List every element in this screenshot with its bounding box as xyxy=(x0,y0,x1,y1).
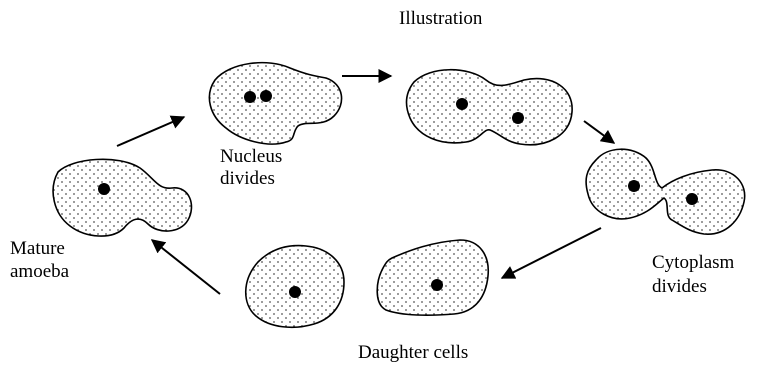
arrow-mature-to-nucleus-divides xyxy=(116,115,186,147)
label-nucleus-divides-line2: divides xyxy=(220,168,275,189)
arrow-elongating-to-cytoplasm-divides xyxy=(583,120,616,144)
nucleus-divides-nucleus-right xyxy=(260,90,272,102)
label-cytoplasm-divides-line2: divides xyxy=(652,276,707,297)
daughter-cell-right-nucleus xyxy=(431,279,443,291)
daughter-cell-left xyxy=(245,244,345,329)
nucleus-divides-nucleus-left xyxy=(244,91,256,103)
daughter-cell-right xyxy=(376,239,489,316)
daughter-cell-left-nucleus xyxy=(289,286,301,298)
label-mature-amoeba-line2: amoeba xyxy=(10,261,70,282)
elongating-cell xyxy=(405,68,573,146)
arrow-cytoplasm-to-daughters xyxy=(500,227,602,279)
cytoplasm-divides-nucleus-left xyxy=(628,180,640,192)
elongating-cell-cytoplasm xyxy=(405,68,573,146)
mature-amoeba-cytoplasm xyxy=(52,158,193,237)
mature-amoeba-cell xyxy=(52,158,193,237)
label-mature-amoeba-line1: Mature xyxy=(10,238,65,259)
arrow-daughters-to-mature xyxy=(150,239,221,295)
diagram-title: Illustration xyxy=(399,8,483,29)
cytoplasm-divides-cytoplasm xyxy=(585,148,746,235)
nucleus-divides-cell xyxy=(208,61,343,145)
label-daughter-cells: Daughter cells xyxy=(358,342,469,363)
cytoplasm-divides-cell xyxy=(585,148,746,235)
mature-amoeba-nucleus xyxy=(98,183,110,195)
daughter-cell-right-cytoplasm xyxy=(376,239,489,316)
elongating-cell-nucleus-left xyxy=(456,98,468,110)
cytoplasm-divides-nucleus-right xyxy=(686,193,698,205)
nucleus-divides-cytoplasm xyxy=(208,61,343,145)
label-nucleus-divides-line1: Nucleus xyxy=(220,146,283,167)
elongating-cell-nucleus-right xyxy=(512,112,524,124)
label-cytoplasm-divides-line1: Cytoplasm xyxy=(652,252,735,273)
